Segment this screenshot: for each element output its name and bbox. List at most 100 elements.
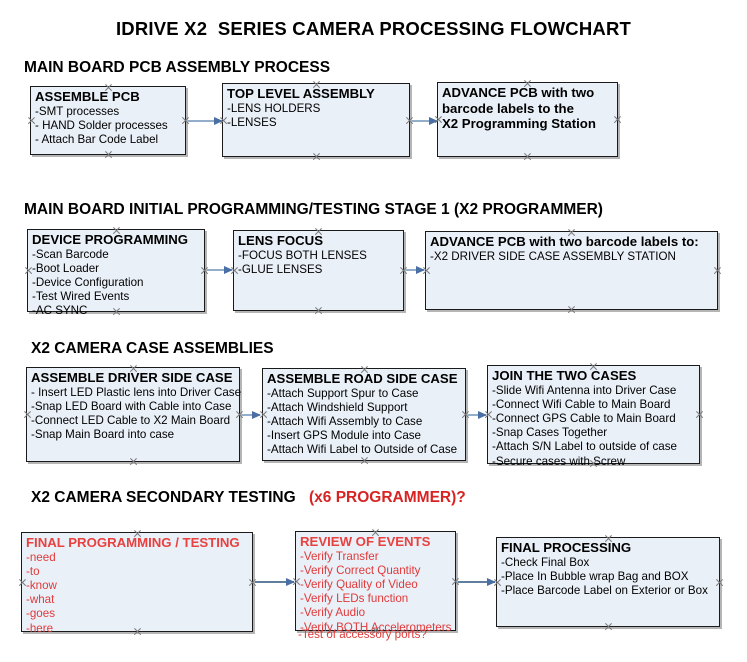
connection-handle-right[interactable] (713, 266, 722, 275)
node-title: JOIN THE TWO CASES (492, 368, 637, 383)
section-heading-text: MAIN BOARD PCB ASSEMBLY PROCESS (24, 59, 331, 76)
connector-assemble-pcb-to-top-level-assembly (188, 116, 223, 125)
node-line: -here (26, 621, 54, 635)
node-device-programming[interactable]: DEVICE PROGRAMMING -Scan Barcode -Boot L… (27, 229, 205, 317)
node-line: -goes (26, 607, 56, 621)
section-heading-main-board-pcb-assembly-process: MAIN BOARD PCB ASSEMBLY PROCESS (24, 59, 330, 77)
arrowhead-icon (478, 410, 487, 419)
node-line: -Attach Windshield Support (267, 400, 408, 414)
node-title: FINAL PROCESSING (501, 540, 632, 555)
node-final-programming-testing[interactable]: FINAL PROGRAMMING / TESTING -need -to -k… (21, 532, 253, 635)
node-line: -Attach Support Spur to Case (267, 386, 419, 400)
node-assemble-road-side-case[interactable]: ASSEMBLE ROAD SIDE CASE -Attach Support … (262, 368, 466, 461)
node-title: ASSEMBLE DRIVER SIDE CASE (31, 370, 233, 385)
node-line: -Attach Wifi Assembly to Case (267, 414, 423, 428)
node-line: -GLUE LENSES (238, 262, 323, 276)
arrowhead-icon (214, 116, 223, 125)
connection-handle-bottom[interactable] (604, 622, 613, 631)
node-line: -Place In Bubble wrap Bag and BOX (501, 569, 689, 583)
arrowhead-icon (429, 116, 438, 125)
section-heading-text: X2 CAMERA CASE ASSEMBLIES (31, 340, 274, 357)
node-line: -Test Wired Events (32, 290, 130, 304)
node-assemble-pcb[interactable]: ASSEMBLE PCB -SMT processes - HAND Solde… (30, 86, 186, 155)
node-title: ASSEMBLE ROAD SIDE CASE (267, 371, 458, 386)
node-overflow-line-review-of-events: -Test of accessory ports? (298, 628, 427, 641)
node-advance-pcb-to-x2-programming-station[interactable]: ADVANCE PCB with two barcode labels to t… (437, 82, 618, 157)
node-final-processing[interactable]: FINAL PROCESSING -Check Final Box -Place… (496, 537, 720, 627)
node-line: - Attach Bar Code Label (35, 132, 159, 146)
node-line: -Slide Wifi Antenna into Driver Case (492, 383, 677, 397)
node-title: FINAL PROGRAMMING / TESTING (26, 535, 240, 550)
node-line: -Snap Cases Together (492, 426, 608, 440)
section-heading-accent: (x6 PROGRAMMER)? (309, 489, 466, 506)
section-heading-x2-camera-case-assemblies: X2 CAMERA CASE ASSEMBLIES (31, 340, 274, 358)
arrowhead-icon (286, 577, 295, 586)
node-line: -FOCUS BOTH LENSES (238, 248, 367, 262)
node-advance-pcb-to-driver-side-case-assembly[interactable]: ADVANCE PCB with two barcode labels to: … (425, 231, 718, 310)
node-line: -Boot Loader (32, 261, 100, 275)
node-line: -Connect Wifi Cable to Main Board (492, 397, 671, 411)
node-line: -to (26, 564, 40, 578)
node-line: -AC SYNC (32, 304, 88, 318)
connector-driver-side-to-road-side (242, 410, 261, 419)
node-line: -Verify Quality of Video (300, 577, 418, 591)
node-line: X2 Programming Station (442, 116, 596, 131)
node-title: ASSEMBLE PCB (35, 89, 140, 104)
node-line: -X2 DRIVER SIDE CASE ASSEMBLY STATION (430, 249, 676, 263)
node-line: -Verify Transfer (300, 549, 379, 563)
connection-handle-bottom[interactable] (312, 152, 321, 161)
node-review-of-events[interactable]: REVIEW OF EVENTS -Verify Transfer -Verif… (295, 531, 456, 634)
connector-final-programming-to-review-of-events (255, 577, 295, 586)
node-line: - HAND Solder processes (35, 118, 168, 132)
connector-review-of-events-to-final-processing (458, 577, 496, 586)
section-heading-text: MAIN BOARD INITIAL PROGRAMMING/TESTING S… (24, 201, 603, 218)
node-line: -Verify Audio (300, 606, 366, 620)
node-line: -Insert GPS Module into Case (267, 429, 422, 443)
connection-handle-bottom[interactable] (129, 457, 138, 466)
node-join-the-two-cases[interactable]: JOIN THE TWO CASES -Slide Wifi Antenna i… (487, 365, 700, 468)
node-line: -Verify Correct Quantity (300, 563, 421, 577)
node-line: -Connect GPS Cable to Main Board (492, 411, 676, 425)
node-line: -Snap Main Board into case (31, 428, 175, 442)
node-line: -Connect LED Cable to X2 Main Board (31, 413, 231, 427)
arrowhead-icon (487, 577, 496, 586)
section-heading-main-board-initial-programming-testing-stage-1: MAIN BOARD INITIAL PROGRAMMING/TESTING S… (24, 201, 603, 219)
node-line: barcode labels to the (442, 100, 574, 116)
section-heading-x2-camera-secondary-testing: X2 CAMERA SECONDARY TESTING (x6 PROGRAMM… (31, 489, 466, 507)
node-line: -Verify LEDs function (300, 592, 409, 606)
node-assemble-driver-side-case[interactable]: ASSEMBLE DRIVER SIDE CASE - Insert LED P… (26, 367, 242, 462)
connection-handle-bottom[interactable] (314, 306, 323, 315)
node-line: -Attach Wifi Label to Outside of Case (267, 443, 458, 457)
connection-handle-bottom[interactable] (567, 305, 576, 314)
node-lens-focus[interactable]: LENS FOCUS -FOCUS BOTH LENSES -GLUE LENS… (233, 230, 404, 311)
node-line: -need (26, 550, 56, 564)
node-line: -Device Configuration (32, 275, 144, 289)
connector-device-programming-to-lens-focus (207, 265, 233, 274)
node-line: - Insert LED Plastic lens into Driver Ca… (31, 385, 242, 399)
connector-top-level-assembly-to-advance-pcb (412, 116, 438, 125)
arrowhead-icon (224, 265, 233, 274)
node-line: -Place Barcode Label on Exterior or Box (501, 583, 708, 597)
node-line: -Snap LED Board with Cable into Case (31, 399, 232, 413)
node-line: -Verify BOTH Accelerometers (300, 620, 452, 634)
section-heading-text: X2 CAMERA SECONDARY TESTING (31, 489, 300, 506)
arrowhead-icon (416, 265, 425, 274)
connection-handle-bottom[interactable] (523, 152, 532, 161)
node-line: -LENSES (227, 115, 277, 129)
node-line: -Scan Barcode (32, 247, 109, 261)
node-line: -know (26, 578, 57, 592)
node-line: -LENS HOLDERS (227, 101, 321, 115)
arrowhead-icon (252, 410, 261, 419)
node-title: DEVICE PROGRAMMING (32, 232, 189, 247)
connection-handle-bottom[interactable] (104, 150, 113, 159)
connector-lens-focus-to-advance-pcb-driver-side (406, 265, 425, 274)
connector-road-side-to-join-cases (468, 410, 487, 419)
node-line: -Secure cases with Screw (492, 454, 626, 468)
node-top-level-assembly[interactable]: TOP LEVEL ASSEMBLY -LENS HOLDERS -LENSES (222, 83, 410, 157)
page-title: IDRIVE X2 SERIES CAMERA PROCESSING FLOWC… (115, 18, 632, 39)
node-title: ADVANCE PCB with two barcode labels to: (430, 234, 699, 249)
node-line: -Check Final Box (501, 555, 590, 569)
node-title: ADVANCE PCB with two (442, 85, 595, 100)
node-line: -what (26, 593, 55, 607)
